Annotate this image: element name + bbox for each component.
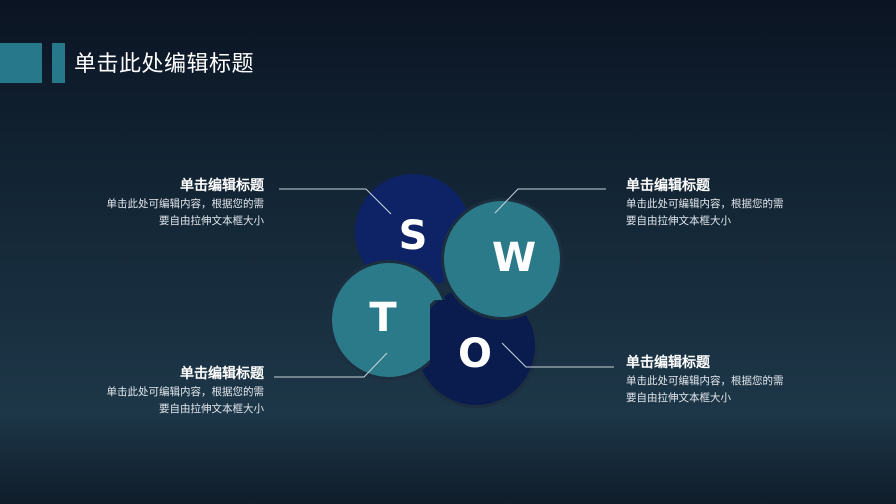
block-title: 单击编辑标题	[626, 177, 710, 193]
swot-circle-t[interactable]	[329, 260, 449, 380]
swot-text-block-o[interactable]: 单击编辑标题 单击此处可编辑内容，根据您的需 要自由拉伸文本框大小	[626, 353, 826, 407]
connector-line-w	[494, 188, 606, 214]
swot-letter-t: T	[369, 295, 397, 341]
swot-circle-o-front	[430, 300, 538, 408]
block-title: 单击编辑标题	[180, 365, 264, 381]
title-accent-block	[0, 43, 42, 83]
block-body-line: 单击此处可编辑内容，根据您的需	[106, 386, 265, 398]
swot-letter-w: W	[492, 235, 536, 281]
block-body: 单击此处可编辑内容，根据您的需 要自由拉伸文本框大小	[64, 196, 265, 230]
block-body-line: 单击此处可编辑内容，根据您的需	[106, 198, 265, 210]
block-body-line: 要自由拉伸文本框大小	[626, 215, 731, 227]
block-body-line: 要自由拉伸文本框大小	[626, 392, 731, 404]
swot-letter-o: O	[458, 331, 492, 377]
page-title[interactable]: 单击此处编辑标题	[74, 51, 255, 76]
block-body: 单击此处可编辑内容，根据您的需 要自由拉伸文本框大小	[626, 196, 826, 230]
connector-line-s	[279, 188, 392, 215]
block-title: 单击编辑标题	[180, 177, 264, 193]
block-body: 单击此处可编辑内容，根据您的需 要自由拉伸文本框大小	[64, 384, 265, 418]
block-body: 单击此处可编辑内容，根据您的需 要自由拉伸文本框大小	[626, 373, 826, 407]
swot-text-block-s[interactable]: 单击编辑标题 单击此处可编辑内容，根据您的需 要自由拉伸文本框大小	[64, 176, 265, 230]
swot-text-block-t[interactable]: 单击编辑标题 单击此处可编辑内容，根据您的需 要自由拉伸文本框大小	[64, 364, 265, 418]
block-title: 单击编辑标题	[626, 354, 710, 370]
connector-line-o	[501, 342, 614, 368]
block-body-line: 单击此处可编辑内容，根据您的需	[626, 198, 784, 210]
title-accent-bar	[52, 43, 65, 83]
connector-line-t	[274, 352, 388, 378]
swot-letter-s: S	[399, 213, 428, 259]
block-body-line: 单击此处可编辑内容，根据您的需	[626, 375, 784, 387]
swot-text-block-w[interactable]: 单击编辑标题 单击此处可编辑内容，根据您的需 要自由拉伸文本框大小	[626, 176, 826, 230]
swot-center-knot	[442, 285, 450, 293]
block-body-line: 要自由拉伸文本框大小	[159, 215, 264, 227]
block-body-line: 要自由拉伸文本框大小	[159, 403, 264, 415]
swot-circle-w[interactable]	[441, 198, 563, 320]
